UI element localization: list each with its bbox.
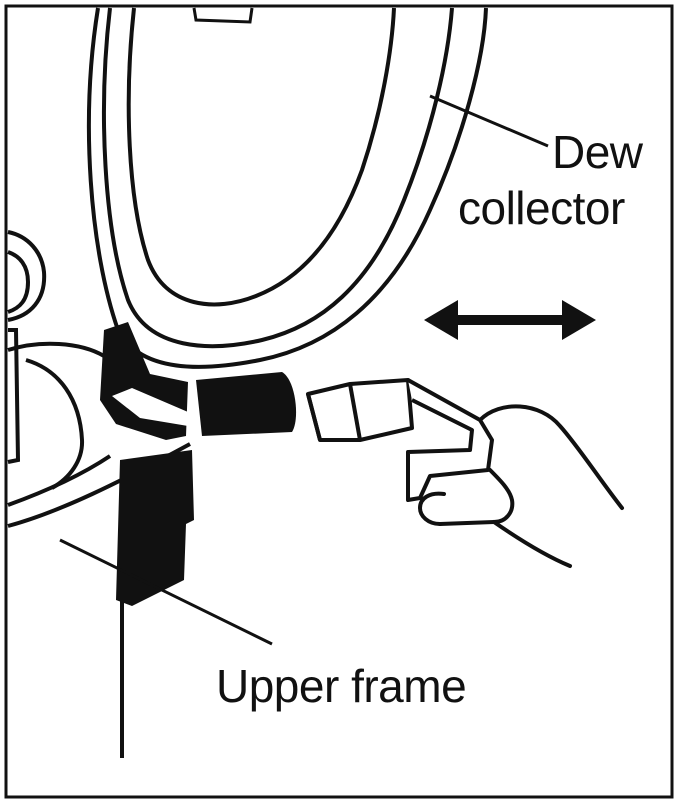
dew-collector-ring (87, 7, 488, 369)
hand (417, 404, 624, 568)
upper-frame-leader-line (59, 538, 273, 646)
label-upper-frame: Upper frame (216, 660, 466, 712)
label-dew: Dew (552, 126, 644, 178)
direction-arrow-icon (424, 300, 596, 340)
detached-clip (306, 378, 494, 502)
dew-collector-leader-line (429, 94, 549, 148)
pillar (7, 230, 47, 464)
mount-strap (100, 322, 297, 606)
label-collector: collector (458, 182, 625, 234)
